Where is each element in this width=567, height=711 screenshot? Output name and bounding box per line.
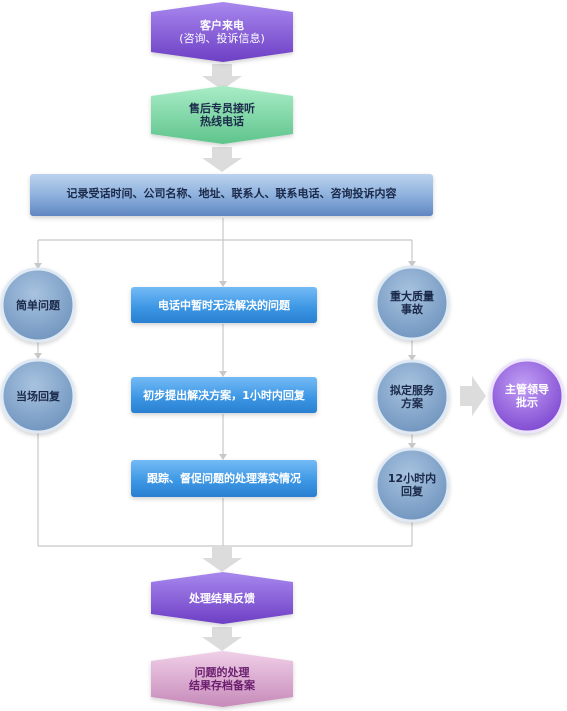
node-hotline: 售后专员接听 热线电话	[151, 96, 293, 134]
node-record-shape	[30, 174, 433, 216]
connector-arrowheads	[34, 261, 416, 460]
node-service-plan: 拟定服务 方案	[376, 361, 448, 433]
node-service-plan-shape	[374, 359, 450, 435]
node-follow-up: 跟踪、督促问题的处理落实情况	[131, 460, 317, 497]
customer-call-line1: 客户来电	[200, 19, 244, 32]
node-onsite-reply: 当场回复	[2, 360, 74, 432]
node-leader-instruction: 主管领导 批示	[491, 360, 563, 432]
node-onsite-reply-shape	[0, 358, 76, 434]
node-unresolved-phone: 电话中暂时无法解决的问题	[131, 287, 317, 323]
arrow-feedback-to-archive	[202, 627, 242, 651]
major-quality-line1: 重大质量	[390, 290, 434, 303]
node-customer-call-shape	[151, 2, 293, 62]
arrow-hotline-to-record	[202, 147, 242, 172]
node-initial-solution: 初步提出解决方案，1小时内回复	[131, 377, 317, 413]
node-follow-up-shape	[131, 460, 317, 497]
simple-issue-label: 简单问题	[16, 298, 60, 312]
onsite-reply-label: 当场回复	[16, 389, 60, 403]
record-label: 记录受话时间、公司名称、地址、联系人、联系电话、咨询投诉内容	[66, 186, 397, 200]
block-arrows	[202, 64, 486, 651]
node-major-quality-shape	[374, 265, 450, 341]
arrowhead-initial	[219, 371, 227, 377]
node-reply-12h-shape	[374, 447, 450, 523]
node-feedback: 处理结果反馈	[151, 582, 293, 614]
node-unresolved-shape	[131, 287, 317, 323]
arrow-plan-to-leader	[460, 376, 486, 416]
arrow-call-to-hotline	[202, 64, 242, 90]
service-plan-line1: 拟定服务	[390, 384, 434, 397]
service-plan-line2: 方案	[401, 397, 423, 410]
node-simple-issue-shape	[0, 267, 76, 343]
node-record: 记录受话时间、公司名称、地址、联系人、联系电话、咨询投诉内容	[30, 174, 433, 212]
initial-solution-label: 初步提出解决方案，1小时内回复	[143, 388, 305, 402]
arrowhead-follow	[219, 454, 227, 460]
node-major-quality: 重大质量 事故	[376, 267, 448, 339]
arrowhead-right	[408, 261, 416, 267]
archive-line2: 结果存档备案	[189, 679, 255, 692]
hotline-line1: 售后专员接听	[189, 102, 255, 115]
archive-line1: 问题的处理	[194, 666, 250, 679]
node-archive-shape	[151, 651, 293, 707]
major-quality-line2: 事故	[401, 303, 423, 316]
arrowhead-reply	[408, 443, 416, 449]
node-customer-call: 客户来电 (咨询、投诉信息)	[151, 12, 293, 52]
arrowhead-onsite	[34, 353, 42, 359]
arrow-merge-to-feedback	[202, 547, 242, 572]
arrowhead-plan	[408, 355, 416, 361]
node-hotline-shape	[151, 86, 293, 144]
unresolved-phone-label: 电话中暂时无法解决的问题	[158, 298, 290, 312]
customer-call-line2: (咨询、投诉信息)	[179, 32, 265, 45]
arrowhead-center	[219, 281, 227, 287]
connectors	[37, 218, 413, 547]
reply-12h-line2: 回复	[401, 485, 423, 498]
node-simple-issue: 简单问题	[2, 269, 74, 341]
feedback-label: 处理结果反馈	[189, 591, 255, 605]
node-reply-12h: 12小时内 回复	[376, 449, 448, 521]
reply-12h-line1: 12小时内	[387, 472, 437, 485]
node-archive: 问题的处理 结果存档备案	[151, 661, 293, 697]
node-leader-instruction-shape	[489, 358, 565, 434]
node-feedback-shape	[151, 572, 293, 624]
hotline-line2: 热线电话	[200, 115, 244, 128]
node-initial-solution-shape	[131, 377, 317, 413]
arrowhead-left	[34, 263, 42, 269]
leader-instruction-line2: 批示	[516, 396, 538, 409]
follow-up-label: 跟踪、督促问题的处理落实情况	[147, 472, 301, 485]
leader-instruction-line1: 主管领导	[505, 383, 549, 396]
